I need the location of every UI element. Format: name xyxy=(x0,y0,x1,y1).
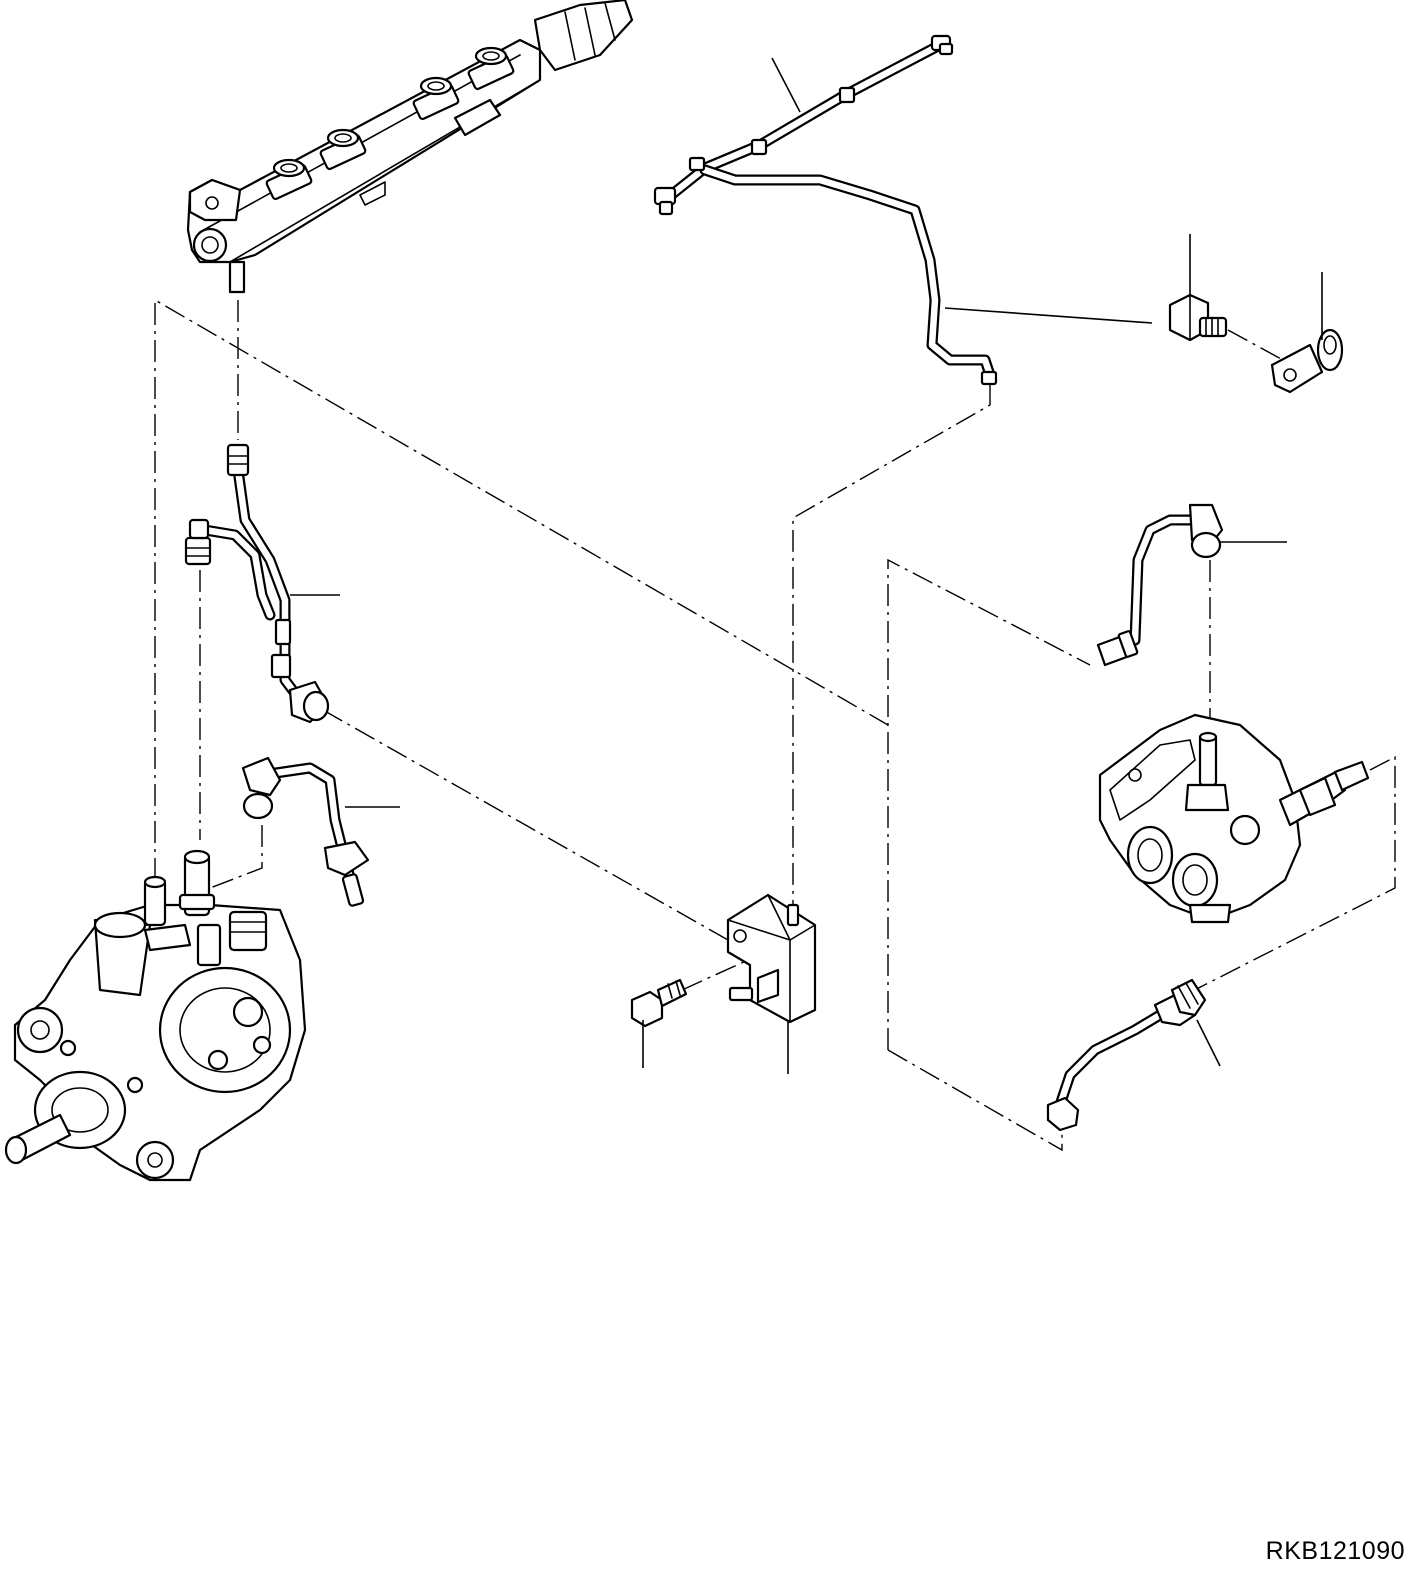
fuel-pipe-rail-to-pump xyxy=(186,445,328,722)
leak-off-hose xyxy=(655,36,996,384)
callout-leaders xyxy=(290,58,1322,1074)
fuel-valve-block xyxy=(728,895,815,1022)
drawing-code: RKB121090 xyxy=(1265,1537,1405,1565)
banjo-bolt xyxy=(1170,295,1226,340)
filter-outlet-pipe xyxy=(1048,980,1205,1130)
rail-port xyxy=(468,48,515,90)
rail-port xyxy=(413,78,460,120)
fuel-supply-pump xyxy=(6,851,305,1180)
mounting-bolt xyxy=(632,980,686,1026)
pump-return-pipe xyxy=(243,758,368,906)
rail-port xyxy=(266,160,313,200)
assembly-centerlines xyxy=(155,300,1395,1150)
hose-clip xyxy=(1272,330,1342,392)
fuel-filter-head xyxy=(1100,715,1368,922)
filter-inlet-pipe xyxy=(1098,505,1222,665)
common-rail xyxy=(188,0,632,292)
rail-port xyxy=(320,130,367,170)
